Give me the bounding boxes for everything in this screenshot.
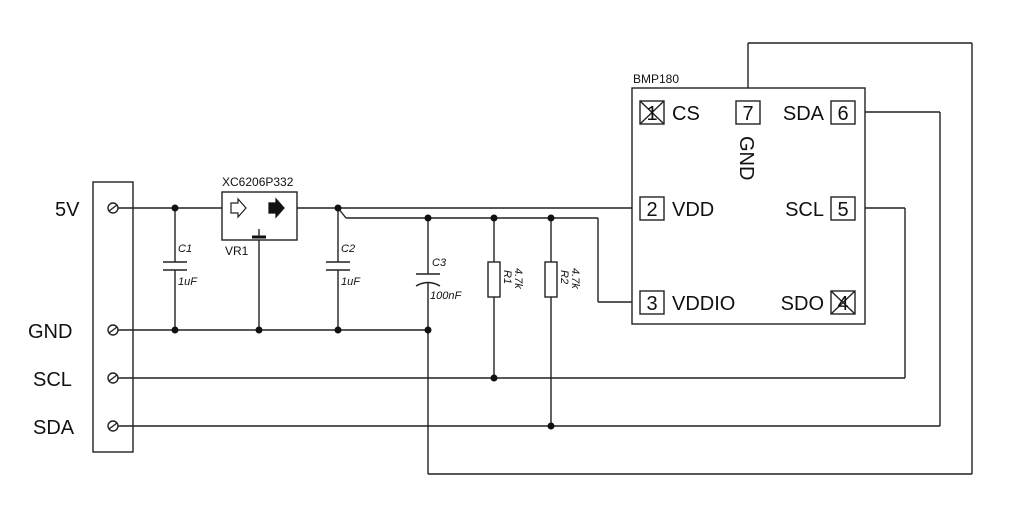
- c2-ref: C2: [341, 243, 355, 255]
- pin-name-sda: SDA: [783, 103, 825, 125]
- junction-dot: [424, 326, 432, 334]
- regulator-ref: VR1: [225, 244, 249, 258]
- r1-value: 4.7k: [512, 268, 524, 289]
- pin-num-1: 1: [646, 103, 657, 125]
- wires: [118, 42, 973, 475]
- pin-box-5: [830, 196, 856, 221]
- pin-label-sda: SDA: [33, 417, 75, 439]
- c1-value: 1uF: [178, 276, 198, 288]
- pin-box-2: [639, 196, 665, 221]
- r2-body: [544, 261, 558, 298]
- sensor-bmp180: BMP180 1 CS 7 GND 6 SDA 2 VDD 5 SCL 3 VD…: [631, 72, 866, 325]
- pin-num-7: 7: [742, 103, 753, 125]
- pin-name-vddio: VDDIO: [672, 293, 735, 315]
- pin-name-sdo: SDO: [781, 293, 824, 315]
- junction-dots: [171, 204, 555, 430]
- junction-dot: [424, 214, 432, 222]
- pin-label-5v: 5V: [55, 199, 80, 221]
- r1-body: [487, 261, 501, 298]
- junction-dot: [547, 422, 555, 430]
- input-arrow-icon: [230, 197, 247, 219]
- connector-header: 5V GND SCL SDA: [28, 181, 134, 453]
- pin-name-scl: SCL: [785, 199, 824, 221]
- capacitor-c2: C2 1uF: [326, 243, 361, 288]
- pin-box-3: [639, 290, 665, 315]
- r2-ref: R2: [558, 270, 570, 284]
- junction-dot: [334, 204, 342, 212]
- pin-num-3: 3: [646, 293, 657, 315]
- resistor-r2: R2 4.7k: [544, 261, 581, 298]
- pin-name-cs: CS: [672, 103, 700, 125]
- junction-dot: [171, 326, 179, 334]
- pin-label-scl: SCL: [33, 369, 72, 391]
- capacitor-c3: C3 100nF: [415, 257, 462, 302]
- c2-value: 1uF: [341, 276, 361, 288]
- c1-ref: C1: [178, 243, 192, 255]
- junction-dot: [490, 374, 498, 382]
- junction-dot: [255, 326, 263, 334]
- junction-dot: [490, 214, 498, 222]
- regulator-vr1: XC6206P332 VR1: [221, 175, 298, 258]
- r2-value: 4.7k: [569, 268, 581, 289]
- junction-dot: [171, 204, 179, 212]
- sensor-name: BMP180: [633, 72, 679, 86]
- pin-name-gnd: GND: [735, 136, 757, 180]
- r1-ref: R1: [501, 270, 513, 284]
- pin-box-7: [735, 100, 761, 125]
- pin-label-gnd: GND: [28, 321, 72, 343]
- pin-name-vdd: VDD: [672, 199, 714, 221]
- regulator-part: XC6206P332: [222, 175, 294, 189]
- resistor-r1: R1 4.7k: [487, 261, 524, 298]
- sensor-body: [631, 87, 866, 325]
- pin-box-6: [830, 100, 856, 125]
- connector-body: [92, 181, 134, 453]
- pin-num-5: 5: [837, 199, 848, 221]
- junction-dot: [547, 214, 555, 222]
- capacitor-c1: C1 1uF: [163, 243, 198, 288]
- pin-num-6: 6: [837, 103, 848, 125]
- pin-num-2: 2: [646, 199, 657, 221]
- output-arrow-icon: [268, 197, 285, 219]
- junction-dot: [334, 326, 342, 334]
- c3-ref: C3: [432, 257, 447, 269]
- c3-value: 100nF: [430, 290, 462, 302]
- pin-num-4: 4: [837, 293, 848, 315]
